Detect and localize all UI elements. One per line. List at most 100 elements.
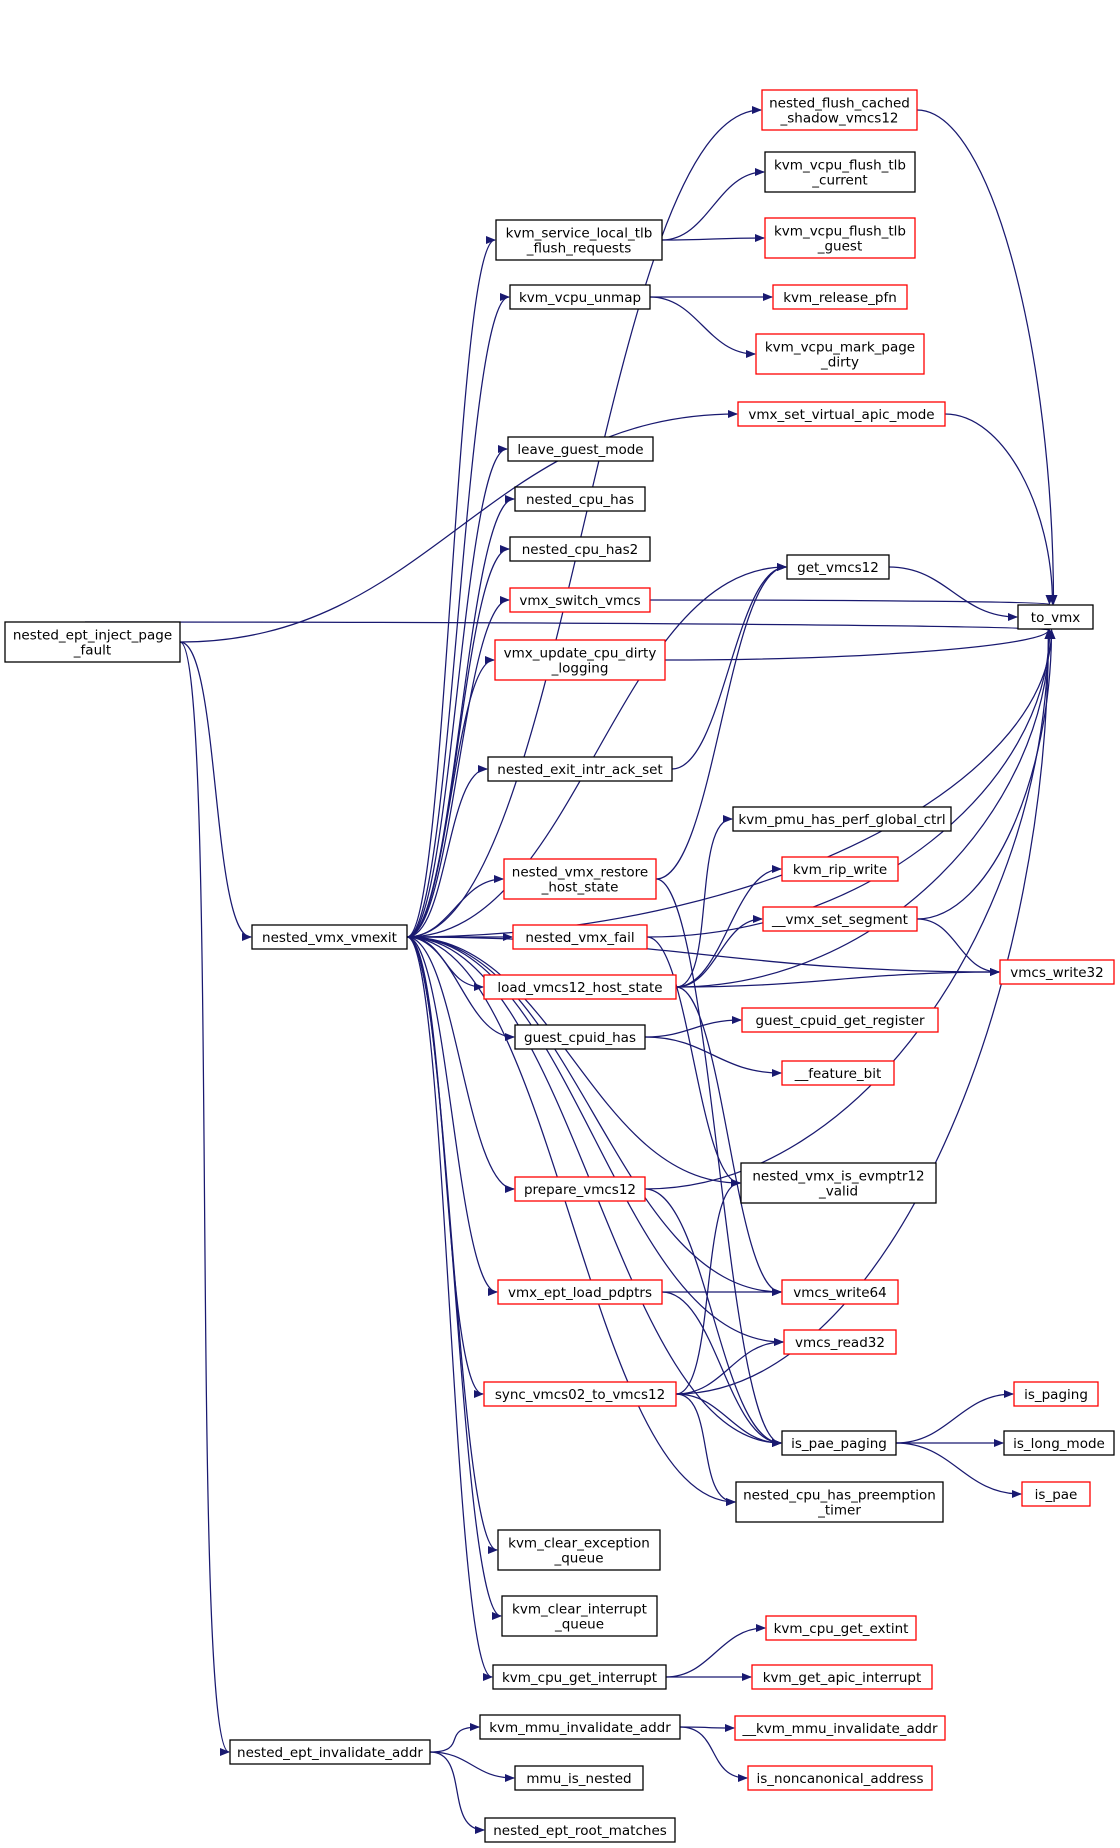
node-box (495, 219, 663, 261)
node-label: kvm_clear_interrupt (512, 1602, 647, 1618)
node-nested-vmx-vmexit[interactable]: nested_vmx_vmexit (251, 924, 408, 950)
node-box (764, 217, 916, 259)
node-label: is_long_mode (1013, 1436, 1105, 1452)
node-nested-vmx-fail[interactable]: nested_vmx_fail (512, 924, 648, 950)
node-kvm-cpu-get-extint[interactable]: kvm_cpu_get_extint (765, 1615, 917, 1641)
node-get-vmcs12[interactable]: get_vmcs12 (786, 554, 890, 580)
edge-nested_vmx_vmexit-to-vmx_ept_load_pdptrs (406, 936, 498, 1296)
node-box (737, 401, 946, 427)
node-kvm-release-pfn[interactable]: kvm_release_pfn (772, 284, 908, 310)
node-nested-cpu-has2[interactable]: nested_cpu_has2 (509, 536, 651, 562)
node-kvm-clear-exception-queue[interactable]: kvm_clear_exception_queue (497, 1529, 661, 1571)
node-label: kvm_mmu_invalidate_addr (489, 1720, 671, 1736)
node-box (786, 554, 890, 580)
node-box (1017, 604, 1094, 630)
node-nested-flush-cached-shadow-vmcs12[interactable]: nested_flush_cached_shadow_vmcs12 (761, 89, 918, 131)
node-kvm-rip-write[interactable]: kvm_rip_write (781, 856, 899, 882)
node-label: vmx_ept_load_pdptrs (508, 1285, 652, 1301)
node-kvm-service-local-tlb-flush-requests[interactable]: kvm_service_local_tlb_flush_requests (495, 219, 663, 261)
node-is-paging[interactable]: is_paging (1013, 1381, 1099, 1407)
node-label: kvm_pmu_has_perf_global_ctrl (738, 812, 945, 828)
node-box (762, 906, 918, 932)
node-is-pae[interactable]: is_pae (1021, 1481, 1091, 1507)
node-box (501, 1595, 658, 1637)
node-vmx-update-cpu-dirty-logging[interactable]: vmx_update_cpu_dirty_logging (494, 639, 666, 681)
node-nested-ept-root-matches[interactable]: nested_ept_root_matches (484, 1817, 676, 1843)
node-is-noncanonical-address[interactable]: is_noncanonical_address (747, 1765, 933, 1791)
node---kvm-mmu-invalidate-addr[interactable]: __kvm_mmu_invalidate_addr (734, 1715, 946, 1741)
edge-nested_vmx_vmexit-to-leave_guest_mode (406, 445, 508, 938)
node-nested-ept-inject-page-fault[interactable]: nested_ept_inject_page_fault (4, 621, 181, 663)
node-label: to_vmx (1031, 610, 1080, 626)
node-vmcs-read32[interactable]: vmcs_read32 (783, 1329, 897, 1355)
node-vmcs-write64[interactable]: vmcs_write64 (781, 1279, 899, 1305)
node-label: kvm_clear_exception (508, 1536, 650, 1552)
node-sync-vmcs02-to-vmcs12[interactable]: sync_vmcs02_to_vmcs12 (483, 1381, 677, 1407)
node-box (487, 756, 673, 782)
node-label: sync_vmcs02_to_vmcs12 (495, 1387, 665, 1403)
node-kvm-cpu-get-interrupt[interactable]: kvm_cpu_get_interrupt (492, 1664, 667, 1690)
node-nested-cpu-has-preemption-timer[interactable]: nested_cpu_has_preemption_timer (735, 1481, 944, 1523)
node---vmx-set-segment[interactable]: __vmx_set_segment (762, 906, 918, 932)
edge-load_vmcs12_host_state-to-kvm_pmu_has_perf_global_ctrl (675, 815, 733, 988)
node-label: guest_cpuid_get_register (755, 1013, 925, 1029)
node-nested-cpu-has[interactable]: nested_cpu_has (514, 486, 646, 512)
node-label: kvm_release_pfn (783, 290, 897, 306)
node-kvm-vcpu-flush-tlb-current[interactable]: kvm_vcpu_flush_tlb_current (764, 151, 916, 193)
edge-nested_ept_invalidate_addr-to-kvm_mmu_invalidate_addr (429, 1723, 480, 1753)
node-kvm-mmu-invalidate-addr[interactable]: kvm_mmu_invalidate_addr (479, 1714, 681, 1740)
edge-get_vmcs12-to-to_vmx (888, 566, 1018, 621)
edge-is_pae_paging-to-is_pae (895, 1442, 1022, 1498)
edge-vmx_update_cpu_dirty_logging-to-to_vmx (664, 629, 1053, 661)
node-guest-cpuid-has[interactable]: guest_cpuid_has (514, 1024, 646, 1050)
node-vmx-ept-load-pdptrs[interactable]: vmx_ept_load_pdptrs (497, 1279, 663, 1305)
node-vmx-set-virtual-apic-mode[interactable]: vmx_set_virtual_apic_mode (737, 401, 946, 427)
node-label: is_paging (1024, 1387, 1088, 1403)
node-label: _host_state (541, 880, 619, 896)
node-label: prepare_vmcs12 (524, 1182, 636, 1198)
node-guest-cpuid-get-register[interactable]: guest_cpuid_get_register (741, 1007, 939, 1033)
node-box (484, 1817, 676, 1843)
node-kvm-clear-interrupt-queue[interactable]: kvm_clear_interrupt_queue (501, 1595, 658, 1637)
edge-sync_vmcs02_to_vmcs12-to-is_pae_paging (675, 1393, 782, 1447)
node-is-pae-paging[interactable]: is_pae_paging (781, 1430, 897, 1456)
node-load-vmcs12-host-state[interactable]: load_vmcs12_host_state (483, 974, 677, 1000)
node-label: _flush_requests (526, 241, 632, 257)
node-mmu-is-nested[interactable]: mmu_is_nested (514, 1765, 644, 1791)
edge-nested_ept_inject_page_fault-to-to_vmx (84, 620, 1052, 631)
node-box (735, 1481, 944, 1523)
node-to-vmx[interactable]: to_vmx (1017, 604, 1094, 630)
edge-guest_cpuid_has-to-__feature_bit (644, 1036, 782, 1077)
node-box (781, 1430, 897, 1456)
node-nested-ept-invalidate-addr[interactable]: nested_ept_invalidate_addr (229, 1739, 431, 1765)
node-label: nested_vmx_restore (512, 865, 648, 881)
node-prepare-vmcs12[interactable]: prepare_vmcs12 (514, 1176, 646, 1202)
node-nested-exit-intr-ack-set[interactable]: nested_exit_intr_ack_set (487, 756, 673, 782)
node-box (514, 1024, 646, 1050)
node-label: leave_guest_mode (517, 442, 643, 458)
node-leave-guest-mode[interactable]: leave_guest_mode (507, 436, 654, 462)
node-nested-vmx-is-evmptr12-valid[interactable]: nested_vmx_is_evmptr12_valid (740, 1162, 937, 1204)
node-label: vmx_update_cpu_dirty (504, 646, 657, 662)
node---feature-bit[interactable]: __feature_bit (781, 1060, 895, 1086)
node-label: kvm_vcpu_flush_tlb (774, 158, 906, 174)
node-label: nested_cpu_has2 (522, 542, 639, 558)
node-label: nested_cpu_has_preemption (743, 1488, 936, 1504)
node-kvm-vcpu-unmap[interactable]: kvm_vcpu_unmap (509, 284, 651, 310)
node-label: _queue (553, 1551, 603, 1567)
node-label: __kvm_mmu_invalidate_addr (741, 1721, 937, 1737)
node-kvm-get-apic-interrupt[interactable]: kvm_get_apic_interrupt (751, 1664, 933, 1690)
node-label: is_noncanonical_address (757, 1771, 924, 1787)
node-label: kvm_vcpu_mark_page (765, 340, 915, 356)
node-kvm-vcpu-flush-tlb-guest[interactable]: kvm_vcpu_flush_tlb_guest (764, 217, 916, 259)
node-nested-vmx-restore-host-state[interactable]: nested_vmx_restore_host_state (503, 858, 657, 900)
node-vmcs-write32[interactable]: vmcs_write32 (999, 959, 1115, 985)
node-kvm-vcpu-mark-page-dirty[interactable]: kvm_vcpu_mark_page_dirty (755, 333, 925, 375)
node-is-long-mode[interactable]: is_long_mode (1003, 1430, 1115, 1456)
node-label: _valid (818, 1184, 858, 1200)
node-kvm-pmu-has-perf-global-ctrl[interactable]: kvm_pmu_has_perf_global_ctrl (732, 806, 952, 832)
node-vmx-switch-vmcs[interactable]: vmx_switch_vmcs (509, 587, 651, 613)
edge-nested_vmx_vmexit-to-kvm_cpu_get_interrupt (406, 936, 493, 1681)
node-box (1003, 1430, 1115, 1456)
edge-guest_cpuid_has-to-guest_cpuid_get_register (644, 1016, 742, 1038)
